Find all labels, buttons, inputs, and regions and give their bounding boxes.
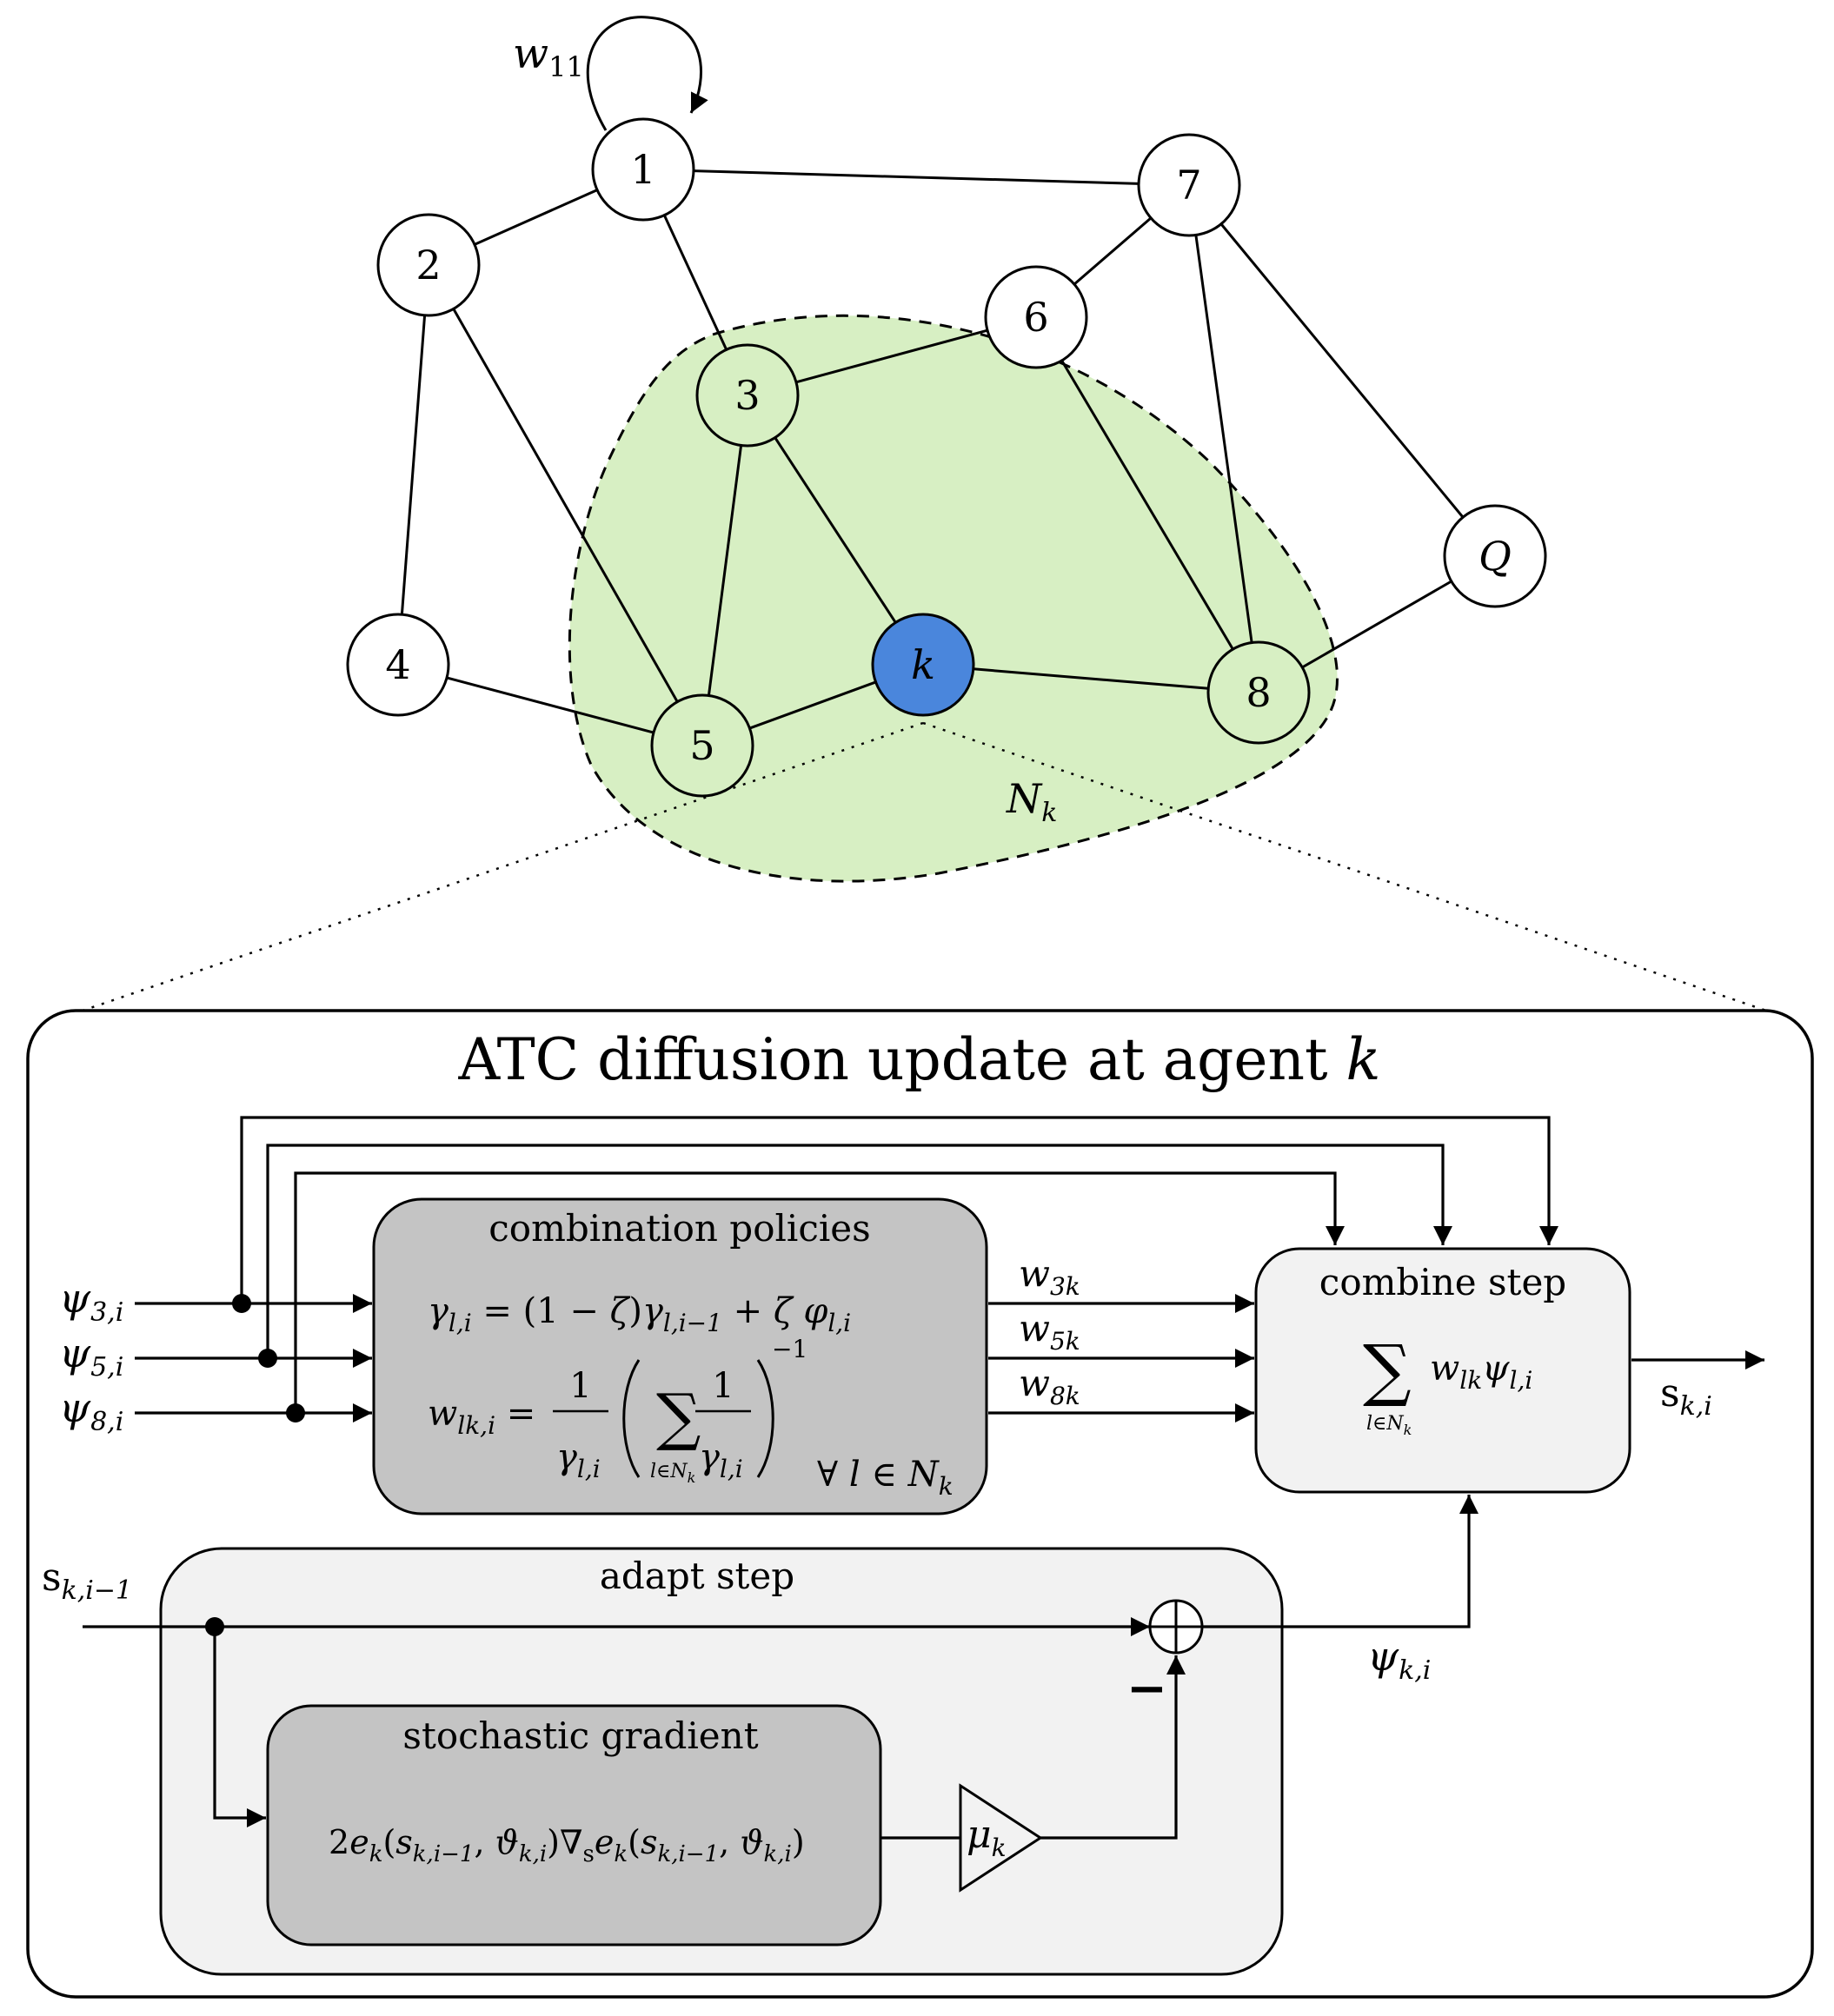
node-8: 8 [1206,640,1311,745]
combine-sum-expression: wlkψl,i [1430,1349,1532,1395]
weight-equation-lhs: wlk,i = [428,1394,535,1440]
edge-7-Q [1219,222,1465,519]
weight-eq-num-2: 1 [712,1366,734,1406]
gain-triangle [959,1783,1043,1893]
combine-step-box [1254,1247,1631,1494]
node-circle-2 [376,213,481,317]
weight-eq-right-paren [756,1359,774,1478]
node-label-k: k [911,641,935,688]
edge-3-k [774,436,897,624]
junction-psi5 [258,1349,277,1368]
edge-7-8 [1194,235,1253,643]
edge-6-7 [1073,216,1153,286]
combination-policies-title: combination policies [488,1207,870,1250]
weight-eq-den-2: γl,i [699,1437,743,1483]
edge-8-Q [1301,580,1452,669]
self-loop-arrow [586,16,708,131]
node-2: 2 [376,213,481,317]
wire-gain-to-junction [1040,1655,1186,1840]
neighborhood-label: Nk [1006,775,1057,828]
weight-eq-den-1: γl,i [556,1437,601,1483]
node-label-2: 2 [415,242,441,288]
node-label-1: 1 [630,146,655,193]
edge-3-6 [795,328,988,384]
node-3: 3 [695,343,800,448]
node-label-5: 5 [689,722,714,769]
node-circle-3 [695,343,800,448]
edge-3-5 [707,445,743,696]
node-label-6: 6 [1023,294,1048,341]
node-label-8: 8 [1246,669,1271,716]
node-k: k [871,613,975,717]
panel-title: ATC diffusion update at agent k [458,1026,1381,1093]
weight-w8k-label: w8k [1019,1362,1080,1410]
node-circle-5 [650,693,754,798]
weight-w3k-label: w3k [1019,1252,1080,1301]
node-5: 5 [650,693,754,798]
weight-eq-sum: ∑ [656,1380,701,1453]
node-Q: Q [1443,504,1547,608]
graph-nodes: 1 2 3 4 5 6 7 8 k Q [346,117,1547,798]
input-psi3-label: ψ3,i [59,1275,123,1328]
zoom-line-right [922,721,1767,1012]
weight-eq-num-1: 1 [569,1366,591,1406]
wire-psi-k-to-combine [1202,1495,1478,1628]
combination-policies-box [372,1197,988,1515]
edge-k-8 [973,667,1209,690]
combine-step-title: combine step [1319,1261,1566,1303]
stochastic-gradient-title: stochastic gradient [402,1714,758,1757]
wire-psi5-feedback [266,1144,1452,1358]
junction-psi3 [232,1294,251,1313]
node-circle-Q [1443,504,1547,608]
weight-eq-exponent: −1 [772,1335,807,1363]
node-label-Q: Q [1478,533,1512,580]
wire-psi3-feedback [240,1116,1558,1303]
zoom-line-left [82,721,924,1012]
node-circle-6 [984,265,1088,369]
wire-psi8-feedback [294,1171,1345,1413]
edge-1-3 [662,215,728,350]
edge-1-2 [474,189,598,246]
edge-2-4 [400,315,427,615]
neighborhood-region [568,314,1339,883]
adapt-step-title: adapt step [600,1555,794,1597]
intermediate-label: ψk,i [1367,1633,1431,1686]
junction-psi8 [286,1403,305,1422]
edge-2-5 [452,308,679,703]
self-loop-label: w11 [513,30,584,83]
node-4: 4 [346,613,450,717]
wire-to-gradient [213,1627,266,1827]
forall-label: ∀ l ∈ Nk [817,1455,954,1501]
minus-sign: − [1126,1660,1167,1717]
gain-label: μk [967,1813,1007,1862]
stochastic-gradient-box [266,1704,882,1946]
edge-5-k [748,680,877,730]
input-psi8-label: ψ8,i [59,1384,123,1437]
node-label-7: 7 [1176,162,1201,209]
node-circle-4 [346,613,450,717]
node-circle-7 [1137,133,1241,237]
node-circle-k [871,613,975,717]
edge-6-8 [1060,360,1234,650]
node-label-3: 3 [734,372,760,419]
edge-1-7 [693,169,1140,185]
node-1: 1 [591,117,695,222]
combine-sum-sub: l∈Nk [1366,1413,1412,1438]
gamma-update-equation: γl,i = (1 − ζ)γl,i−1 + ζ φl,i [428,1291,851,1337]
input-psi5-label: ψ5,i [59,1330,123,1383]
output-label: sk,i [1660,1371,1712,1422]
combine-sum-symbol: ∑ [1363,1331,1412,1409]
node-circle-8 [1206,640,1311,745]
weight-w5k-label: w5k [1019,1307,1080,1356]
node-circle-1 [591,117,695,222]
node-7: 7 [1137,133,1241,237]
node-label-4: 4 [385,641,410,688]
gradient-expression: 2ek(sk,i−1, ϑk,i)∇sek(sk,i−1, ϑk,i) [329,1823,805,1867]
graph-edges [400,169,1465,734]
node-6: 6 [984,265,1088,369]
edge-4-5 [446,676,655,734]
prev-state-label: sk,i−1 [42,1555,132,1606]
weight-eq-left-paren [622,1359,641,1478]
